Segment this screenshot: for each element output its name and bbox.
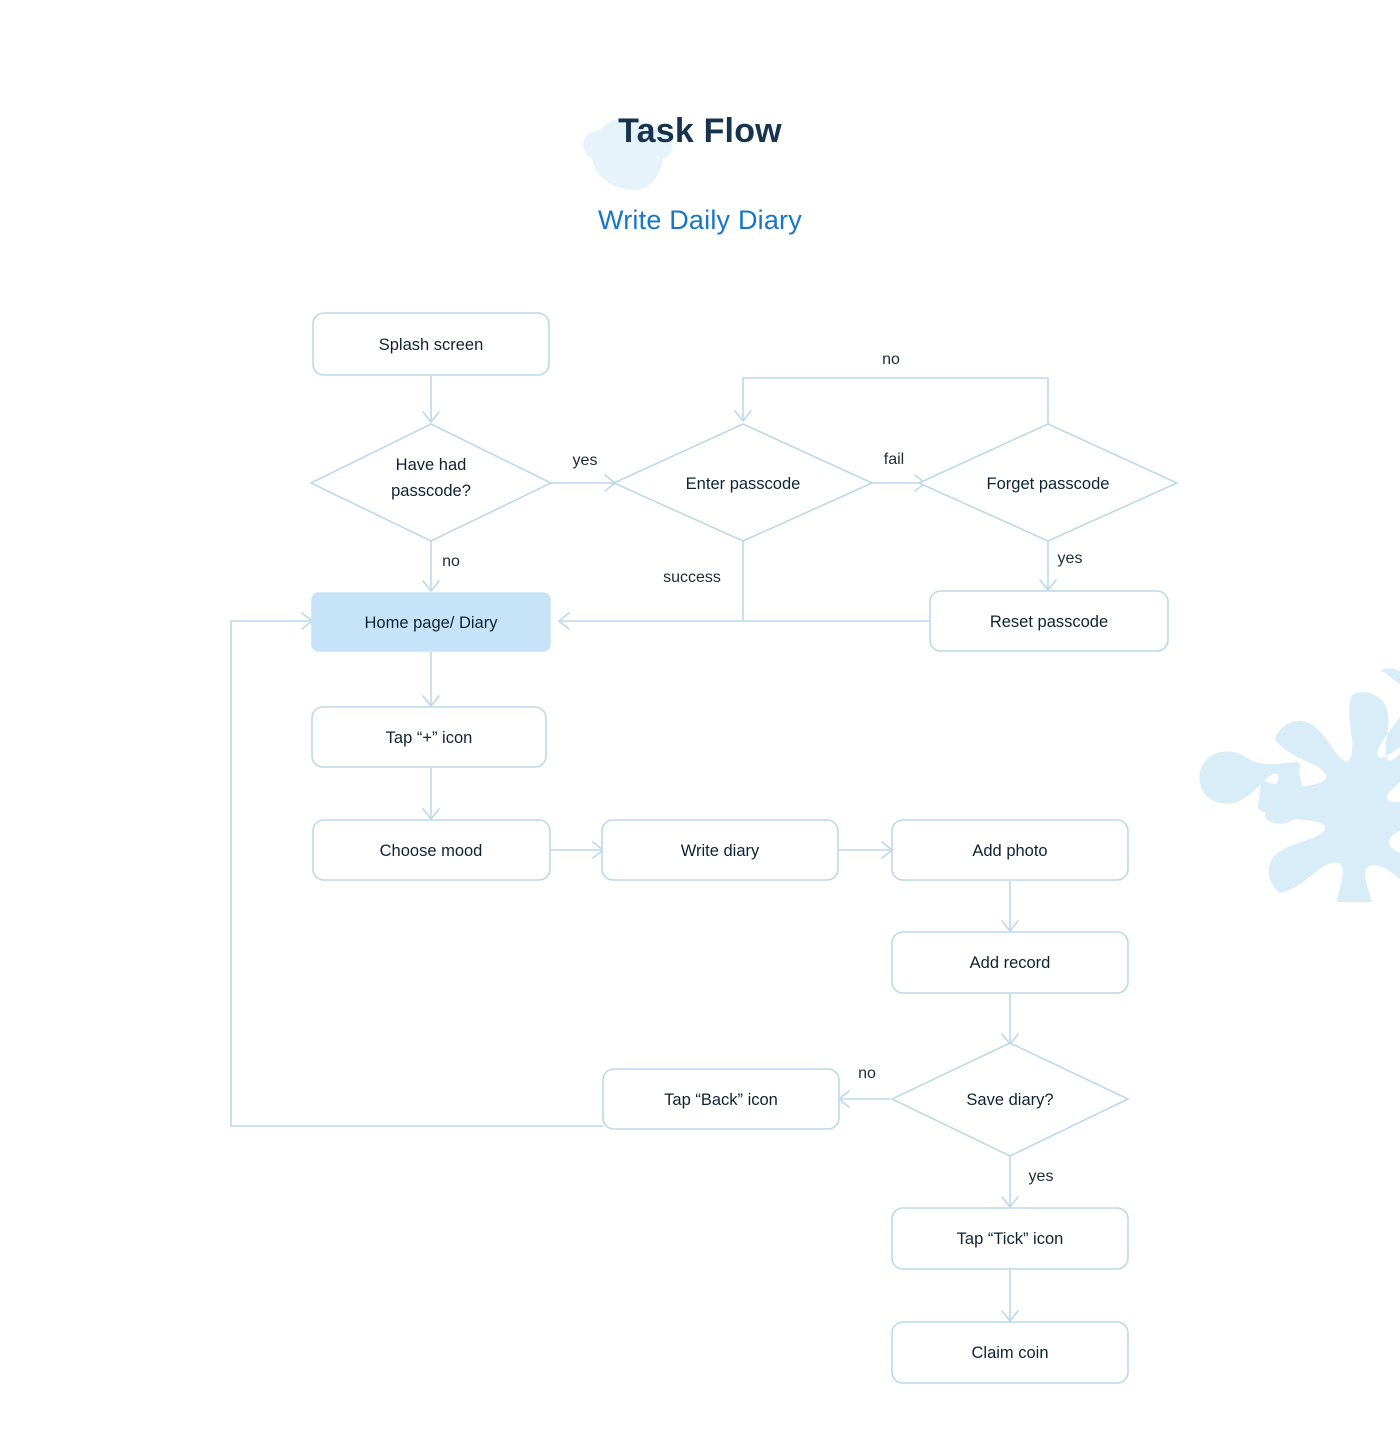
node-shape-savediary[interactable] bbox=[890, 1042, 1130, 1157]
node-label-choosemood: Choose mood bbox=[380, 842, 483, 860]
node-label-tapplus: Tap “+” icon bbox=[386, 729, 473, 747]
node-shape-addphoto[interactable] bbox=[891, 819, 1129, 881]
node-label-forgetpass: Forget passcode bbox=[987, 475, 1110, 493]
node-label-addrecord: Add record bbox=[970, 954, 1051, 972]
node-shape-enterpass[interactable] bbox=[612, 423, 874, 542]
arrowhead-home-tapplus bbox=[422, 695, 440, 707]
edge-label-enter-success: success bbox=[663, 569, 721, 586]
node-label-claimcoin: Claim coin bbox=[971, 1344, 1048, 1362]
node-splash-screen[interactable]: Splash screen bbox=[312, 312, 550, 376]
edge-label-enter-fail: fail bbox=[884, 451, 904, 468]
arrowhead-reset-home bbox=[558, 612, 570, 630]
node-add-photo[interactable]: Add photo bbox=[891, 819, 1129, 881]
title-wrap: Task Flow bbox=[0, 112, 1400, 190]
node-reset-passcode[interactable]: Reset passcode bbox=[929, 590, 1169, 652]
edge-label-forget-no: no bbox=[882, 351, 900, 368]
node-tap-tick-icon[interactable]: Tap “Tick” icon bbox=[891, 1207, 1129, 1270]
arrowhead-forget-no-loop bbox=[734, 410, 752, 422]
node-label-splash: Splash screen bbox=[379, 336, 484, 354]
edge-label-forget-yes: yes bbox=[1058, 550, 1083, 567]
node-shape-home[interactable] bbox=[311, 592, 551, 652]
node-label-enterpass: Enter passcode bbox=[686, 475, 801, 493]
node-home-page-diary[interactable]: Home page/ Diary bbox=[311, 592, 551, 652]
cloud-blob-icon bbox=[583, 118, 673, 190]
node-label-addphoto: Add photo bbox=[972, 842, 1047, 860]
arrowhead-tapplus-choosemood bbox=[422, 808, 440, 820]
edge-label-havehad-yes: yes bbox=[573, 452, 598, 469]
node-label-home: Home page/ Diary bbox=[365, 614, 499, 632]
arrowhead-forget-reset bbox=[1039, 579, 1057, 591]
edge-label-save-yes: yes bbox=[1029, 1168, 1054, 1185]
node-shape-resetpass[interactable] bbox=[929, 590, 1169, 652]
edge-label-save-no: no bbox=[858, 1065, 876, 1082]
node-label-savediary: Save diary? bbox=[966, 1091, 1053, 1109]
arrowhead-havehad-home bbox=[422, 580, 440, 592]
flow-edges bbox=[230, 376, 1057, 1322]
node-tap-back-icon[interactable]: Tap “Back” icon bbox=[602, 1068, 840, 1130]
node-shape-tapplus[interactable] bbox=[311, 706, 547, 768]
node-write-diary[interactable]: Write diary bbox=[601, 819, 839, 881]
node-have-had-passcode[interactable]: Have had passcode? bbox=[309, 423, 553, 542]
node-add-record[interactable]: Add record bbox=[891, 931, 1129, 994]
arrowhead-taptick-claimcoin bbox=[1001, 1310, 1019, 1322]
flow-edge-labels: yes no fail success no yes no yes bbox=[442, 351, 1082, 1185]
node-label-resetpass: Reset passcode bbox=[990, 613, 1108, 631]
page-subtitle: Write Daily Diary bbox=[598, 205, 802, 235]
node-shape-tapback[interactable] bbox=[602, 1068, 840, 1130]
node-label-writediary: Write diary bbox=[681, 842, 760, 860]
node-shape-choosemood[interactable] bbox=[312, 819, 551, 881]
node-enter-passcode[interactable]: Enter passcode bbox=[612, 423, 874, 542]
node-shape-havehad[interactable] bbox=[309, 423, 553, 542]
node-label-havehad-line2: passcode? bbox=[391, 482, 471, 500]
node-label-tapback: Tap “Back” icon bbox=[664, 1091, 778, 1109]
node-tap-plus-icon[interactable]: Tap “+” icon bbox=[311, 706, 547, 768]
node-shape-writediary[interactable] bbox=[601, 819, 839, 881]
node-shape-taptick[interactable] bbox=[891, 1207, 1129, 1270]
node-shape-splash[interactable] bbox=[312, 312, 550, 376]
node-label-havehad-line1: Have had bbox=[396, 456, 467, 474]
node-forget-passcode[interactable]: Forget passcode bbox=[917, 423, 1179, 542]
node-shape-forgetpass[interactable] bbox=[917, 423, 1179, 542]
edge-tapback-to-home-loop bbox=[230, 620, 603, 1127]
arrowhead-splash-havehad bbox=[422, 411, 440, 423]
page-title: Task Flow bbox=[618, 112, 782, 150]
node-save-diary[interactable]: Save diary? bbox=[890, 1042, 1130, 1157]
node-label-taptick: Tap “Tick” icon bbox=[957, 1230, 1064, 1248]
coral-branch-icon bbox=[1199, 668, 1400, 902]
edge-label-havehad-no: no bbox=[442, 553, 460, 570]
node-claim-coin[interactable]: Claim coin bbox=[891, 1321, 1129, 1384]
arrowhead-addphoto-addrecord bbox=[1001, 920, 1019, 932]
edge-forget-no-loop bbox=[742, 377, 1049, 427]
node-shape-claimcoin[interactable] bbox=[891, 1321, 1129, 1384]
arrowhead-savediary-taptick bbox=[1001, 1196, 1019, 1208]
node-choose-mood[interactable]: Choose mood bbox=[312, 819, 551, 881]
node-shape-addrecord[interactable] bbox=[891, 931, 1129, 994]
